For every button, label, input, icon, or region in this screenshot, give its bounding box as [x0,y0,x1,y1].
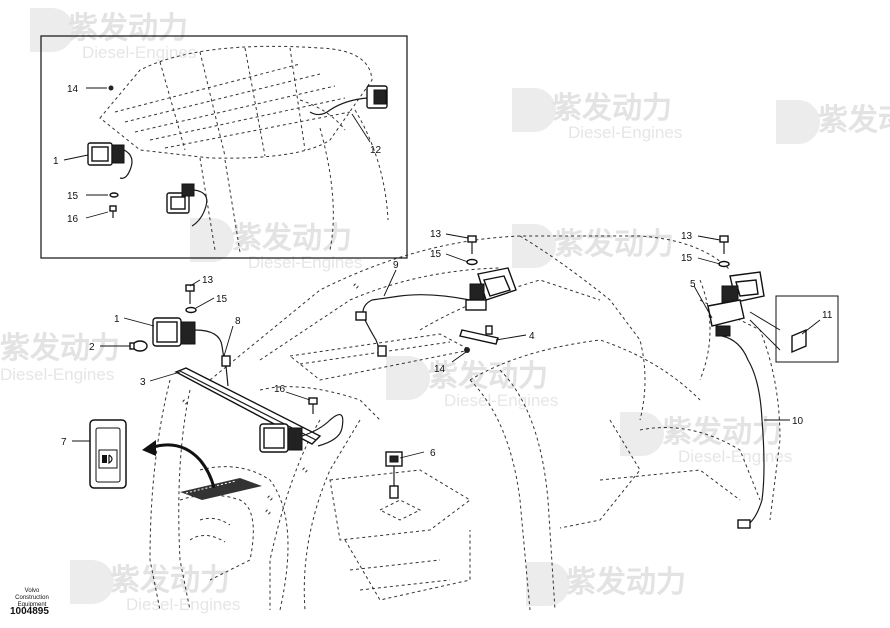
callout-3: 3 [140,377,146,388]
watermark-cn-7: 紫发动力 [428,359,548,394]
callout-13a: 13 [202,275,214,286]
callout-6: 6 [430,448,436,459]
relay-icon [385,451,403,499]
work-light-icon-roof [465,267,517,311]
callout-inset-14: 14 [67,84,79,95]
inset-washer-icon [109,192,119,198]
watermark-cn-3: 紫发动力 [818,103,890,138]
watermark-cn-1: 紫发动力 [68,11,188,46]
watermark-en-1: Diesel-Engines [82,43,196,62]
callout-15b: 15 [430,249,442,260]
leader-lines [72,233,821,459]
callout-inset-1: 1 [53,156,59,167]
callout-9: 9 [393,260,399,271]
watermark-cn-9: 紫发动力 [110,563,230,598]
watermark-en-9: Diesel-Engines [126,595,240,614]
callout-16: 16 [274,384,286,395]
inset-detail: 14 1 15 16 12 [40,35,408,259]
watermark-1: 紫发动力 Diesel-Engines [30,8,196,62]
callout-7: 7 [61,437,67,448]
bolt-icon-right [718,235,730,268]
callout-inset-16: 16 [67,214,79,225]
callout-13b: 13 [430,229,442,240]
watermark-3: 紫发动力 [776,100,890,144]
watermark-9: 紫发动力 Diesel-Engines [70,560,240,614]
manufacturer-line-1: Volvo Construction [15,588,49,601]
watermark-en-2: Diesel-Engines [568,123,682,142]
callout-1: 1 [114,314,120,325]
callout-inset-15: 15 [67,191,79,202]
drawing-number: 1004895 [10,606,49,617]
bolt-icon-middle [466,235,478,266]
bulb-icon [129,340,148,352]
inset-work-light-left [87,142,133,179]
inset-nut-icon [108,85,114,91]
manufacturer-line-2: Equipment [17,602,47,608]
inset-work-light-right [166,183,208,227]
callout-15a: 15 [216,294,228,305]
callout-labels: 13 15 1 2 8 3 16 7 9 13 15 4 14 6 13 15 … [61,229,833,459]
watermark-en-4: Diesel-Engines [248,253,362,272]
watermark-layer: 紫发动力 Diesel-Engines 紫发动力 Diesel-Engines … [0,8,890,614]
work-light-icon-rear [707,271,765,337]
detail-box-11 [749,295,839,363]
watermark-cn-10: 紫发动力 [566,565,686,600]
bracket-icon-4 [459,325,499,345]
callout-inset-12: 12 [370,145,382,156]
watermark-4: 紫发动力 Diesel-Engines [190,218,362,272]
callout-5: 5 [690,279,696,290]
work-light-icon-center [259,413,344,453]
watermark-cn-2: 紫发动力 [552,91,672,126]
callout-8: 8 [235,316,241,327]
callout-4: 4 [529,331,535,342]
control-panel-switches [180,478,262,500]
callout-10: 10 [792,416,804,427]
switch-location-arrow [142,440,216,489]
manufacturer-label: Volvo Construction Equipment [8,588,56,609]
inset-bolt-icon [109,205,117,218]
callout-15c: 15 [681,253,693,264]
watermark-cn-5: 紫发动力 [554,227,674,262]
bolt-icon-left [185,284,195,304]
watermark-7: 紫发动力 Diesel-Engines [386,356,558,410]
light-switch-icon [89,419,127,489]
callout-2: 2 [89,342,95,353]
nut-icon [464,347,470,353]
watermark-2: 紫发动力 Diesel-Engines [512,88,682,142]
cab-outline [149,235,781,611]
work-light-icon [152,317,231,387]
watermark-en-7: Diesel-Engines [444,391,558,410]
watermark-10: 紫发动力 [526,562,686,606]
bolt-icon-16 [308,397,318,414]
watermark-cn-6: 紫发动力 [0,331,120,366]
washer-icon-left [185,306,197,314]
watermark-cn-4: 紫发动力 [232,221,352,256]
watermark-en-8: Diesel-Engines [678,447,792,466]
callout-14: 14 [434,364,446,375]
inset-roof [99,45,389,253]
harness-icon-9 [355,294,471,357]
callout-13c: 13 [681,231,693,242]
inset-frame [40,35,408,259]
watermark-6: 紫发动力 Diesel-Engines [0,331,120,384]
callout-11: 11 [822,310,833,321]
watermark-5: 紫发动力 [512,224,674,268]
harness-icon-10 [721,335,765,529]
watermark-en-6: Diesel-Engines [0,365,114,384]
inset-rear-light [309,85,388,116]
